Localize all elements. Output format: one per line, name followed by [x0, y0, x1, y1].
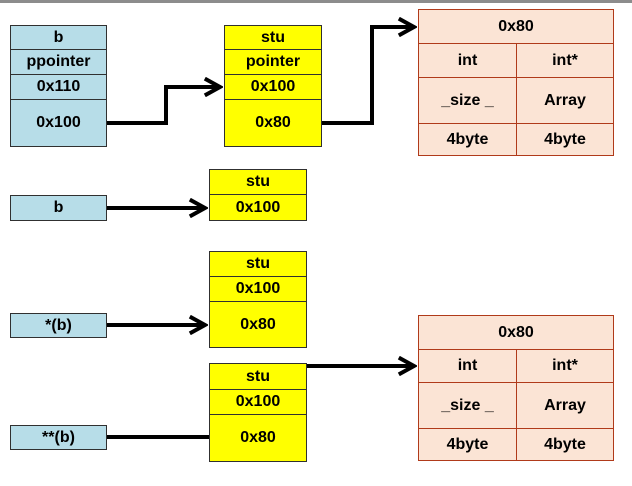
row-deref2-label: **(b)	[10, 425, 107, 450]
row-b-stu-address: 0x100	[209, 194, 307, 221]
row-deref2-stu-address: 0x100	[209, 389, 307, 415]
struct-top-address: 0x80	[418, 9, 614, 44]
b-type-cell: ppointer	[10, 49, 107, 75]
struct-top-size-1: 4byte	[418, 123, 517, 156]
top-border	[0, 0, 632, 3]
struct-top-field-size: _size _	[418, 77, 517, 124]
row-deref1-stu-address: 0x100	[209, 276, 307, 302]
struct-bottom-field-array: Array	[516, 382, 614, 429]
struct-top-field-array: Array	[516, 77, 614, 124]
struct-top-size-2: 4byte	[516, 123, 614, 156]
stu-value-cell: 0x80	[224, 99, 322, 147]
row-deref2-stu-value: 0x80	[209, 414, 307, 462]
struct-bottom-address: 0x80	[418, 315, 614, 350]
arrow-stu-to-struct	[322, 27, 414, 125]
arrow-b-to-stu	[107, 87, 220, 125]
row-deref1-label: *(b)	[10, 313, 107, 338]
row-deref1-stu-value: 0x80	[209, 301, 307, 348]
b-value-cell: 0x100	[10, 99, 107, 147]
row-deref1-stu-name: stu	[209, 251, 307, 277]
struct-top-type-intptr: int*	[516, 43, 614, 78]
struct-bottom-size-1: 4byte	[418, 428, 517, 461]
stu-name-cell: stu	[224, 25, 322, 50]
row-b-label: b	[10, 195, 107, 221]
stu-type-cell: pointer	[224, 49, 322, 75]
struct-bottom-size-2: 4byte	[516, 428, 614, 461]
b-address-cell: 0x110	[10, 74, 107, 100]
struct-bottom-type-intptr: int*	[516, 349, 614, 383]
row-deref2-stu-name: stu	[209, 363, 307, 390]
